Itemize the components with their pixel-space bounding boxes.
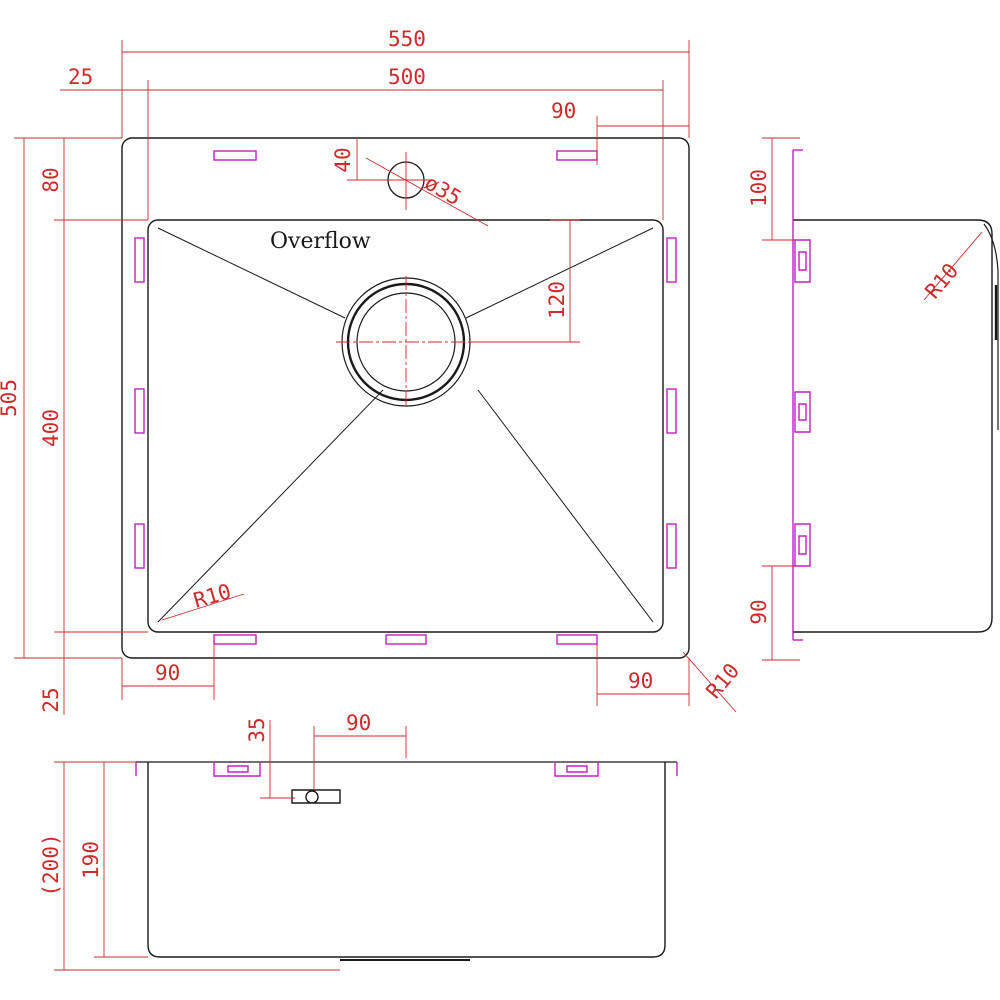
dim-outer-corner-radius: R10 xyxy=(701,659,744,703)
mounting-clip xyxy=(666,237,677,283)
dim-top-flange: 80 xyxy=(39,167,63,192)
mounting-clip xyxy=(556,634,598,645)
dim-front-overall-height: (200) xyxy=(39,833,63,896)
mounting-clip xyxy=(666,388,677,434)
front-clips xyxy=(135,762,678,777)
front-view-overflow-fitting xyxy=(291,789,341,804)
plan-view: ø35 Overflow xyxy=(0,27,744,715)
dim-bowl-width: 500 xyxy=(388,65,426,89)
sink-outer-rim xyxy=(121,137,690,659)
dim-overall-width: 550 xyxy=(388,27,426,51)
mounting-clips-plan xyxy=(134,150,677,645)
dim-overflow-hole-offset: 40 xyxy=(331,147,355,172)
dim-clip-offset-right: 90 xyxy=(628,669,653,693)
bowl-slope-line xyxy=(157,389,384,623)
overflow-label: Overflow xyxy=(270,229,371,254)
bowl-slope-line xyxy=(465,227,654,319)
dim-clip-offset-left: 90 xyxy=(155,661,180,685)
mounting-clip xyxy=(385,634,427,645)
side-view-rim xyxy=(983,223,999,430)
dim-front-overflow-drop: 35 xyxy=(245,717,269,742)
dim-overflow-offset-right: 90 xyxy=(551,99,576,123)
side-clips xyxy=(794,239,811,567)
dim-drain-offset: 120 xyxy=(545,281,569,319)
mounting-clip xyxy=(213,150,257,161)
dim-side-top-offset: 100 xyxy=(747,169,771,207)
side-view-body xyxy=(793,219,993,633)
dim-bowl-corner-radius: R10 xyxy=(191,579,234,613)
bowl-slope-line xyxy=(477,389,654,623)
front-view: 35 90 190 (200) xyxy=(39,711,678,971)
dim-front-bowl-height: 190 xyxy=(79,841,103,879)
mounting-clip xyxy=(134,237,145,283)
mounting-clip xyxy=(556,150,598,161)
sink-bowl-outline xyxy=(147,219,664,633)
dim-bottom-flange: 25 xyxy=(39,687,63,712)
plan-dimension-lines xyxy=(14,40,737,715)
mounting-clip xyxy=(666,523,677,569)
dim-flange-left: 25 xyxy=(68,65,93,89)
dim-front-overflow-offset: 90 xyxy=(346,711,371,735)
dim-bowl-depth: 400 xyxy=(39,409,63,447)
mounting-clip xyxy=(134,388,145,434)
mounting-clip xyxy=(213,634,257,645)
bowl-slope-line xyxy=(157,227,346,319)
mounting-clip xyxy=(134,523,145,569)
dim-overall-depth: 505 xyxy=(0,379,21,417)
side-view: 100 90 R10 xyxy=(747,137,999,661)
front-view-body xyxy=(147,762,666,958)
overflow-diameter-text: ø35 xyxy=(421,171,466,211)
dim-side-bottom-offset: 90 xyxy=(747,599,771,624)
overflow-leader xyxy=(365,157,489,227)
